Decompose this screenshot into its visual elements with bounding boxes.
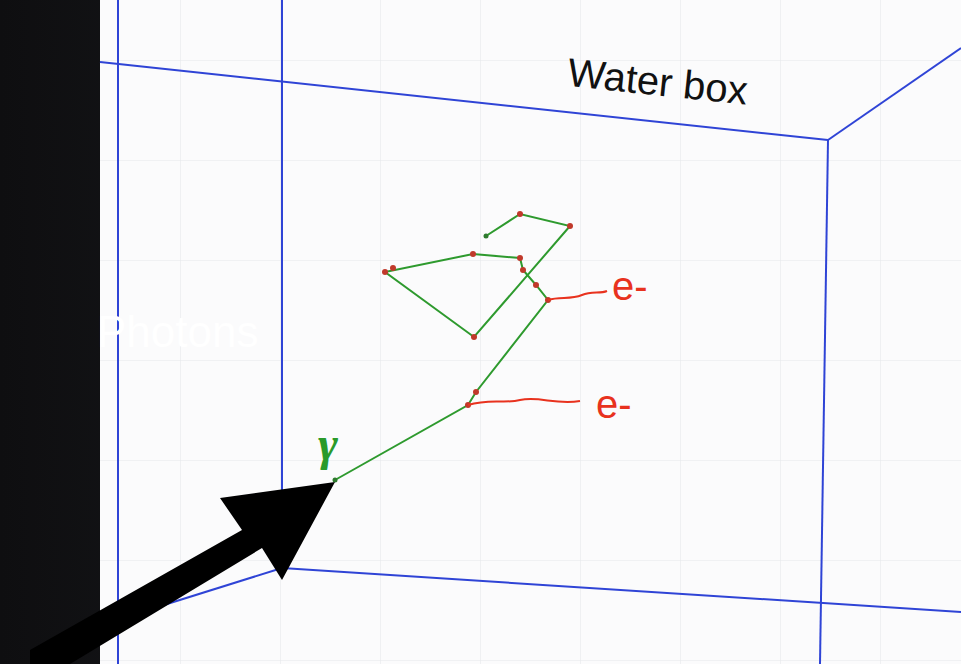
beam-arrow [30, 482, 335, 664]
particle-label: e- [596, 384, 632, 424]
beam-label: Photons [97, 310, 258, 354]
box-title: Water box [566, 52, 750, 111]
electron-tracks [468, 291, 607, 405]
particle-label: e- [612, 266, 648, 306]
photon-track [333, 211, 574, 483]
particle-symbol: γ [318, 420, 338, 468]
